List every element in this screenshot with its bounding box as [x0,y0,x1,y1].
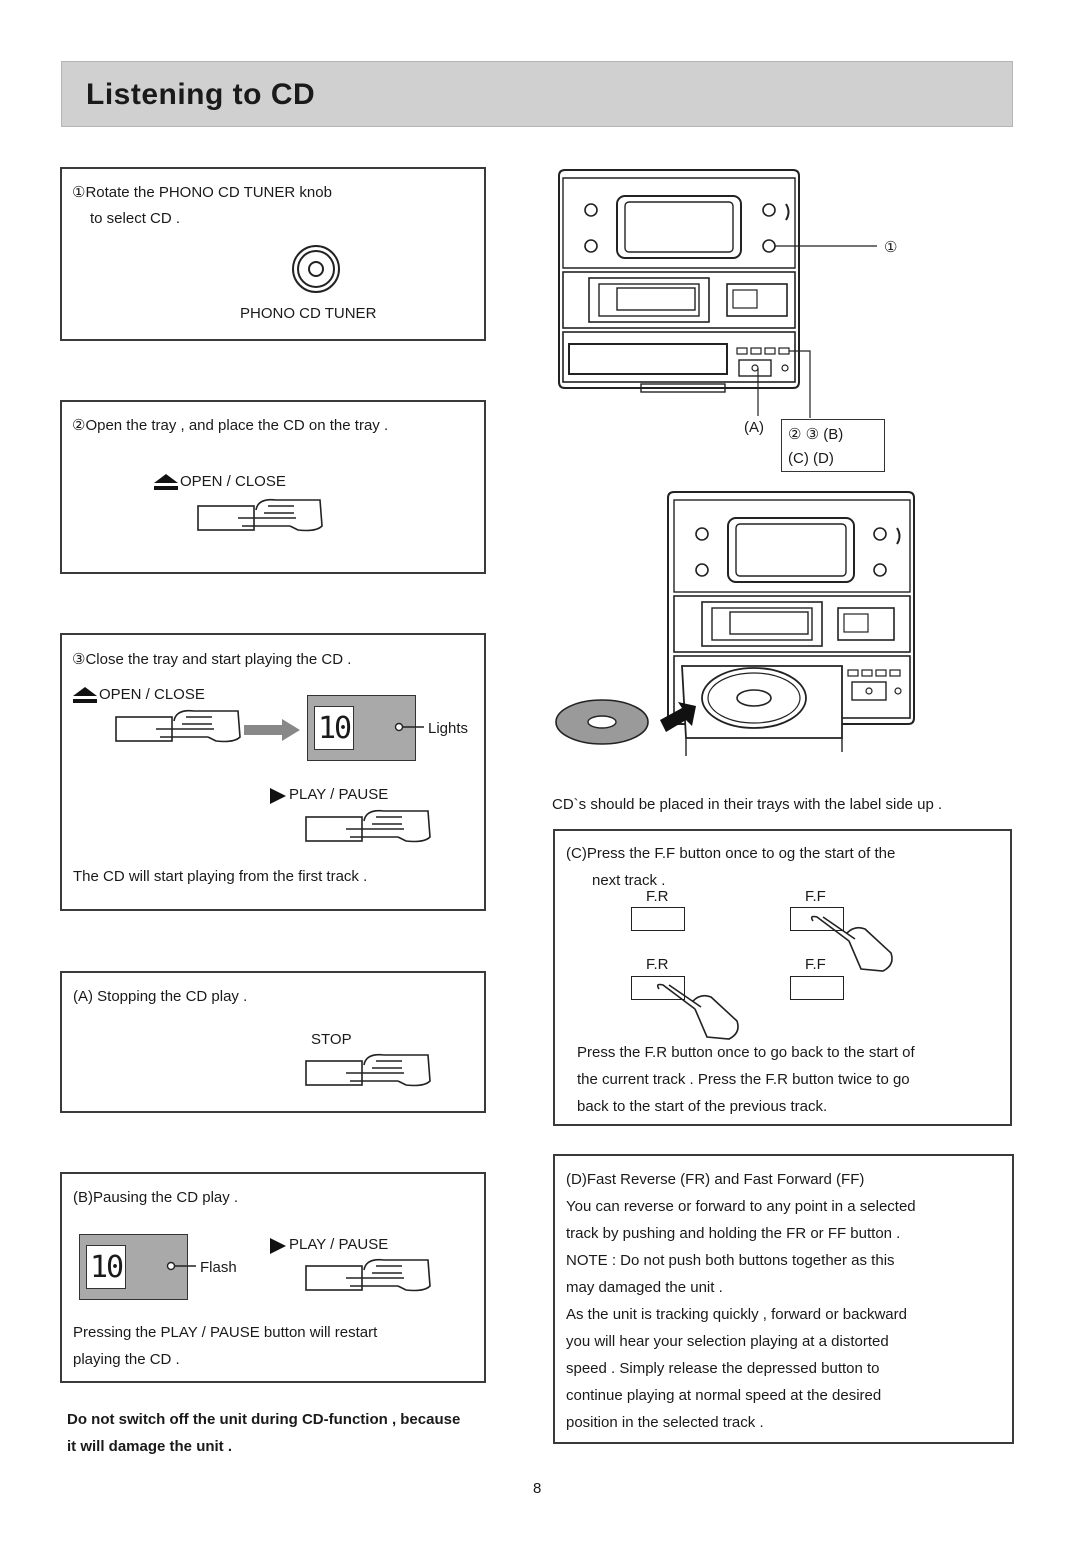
display-digits: 10 [314,706,354,750]
flash-label: Flash [200,1259,237,1276]
ff-label: F.F [805,888,826,905]
eject-icon [154,474,178,490]
stepD-line: position in the selected track . [566,1414,764,1431]
hand-press-icon [305,1258,431,1292]
stepC-box: (C)Press the F.F button once to og the s… [553,829,1012,1126]
warning-line1: Do not switch off the unit during CD-fun… [67,1411,461,1428]
stepD-line: track by pushing and holding the FR or F… [566,1225,901,1242]
stepD-line: You can reverse or forward to any point … [566,1198,916,1215]
stepB-box: (B)Pausing the CD play . 10 Flash PLAY /… [60,1172,486,1383]
step3-text: ③Close the tray and start playing the CD… [72,651,352,668]
ff-button[interactable] [790,976,844,1000]
play-icon [270,788,286,804]
stepD-line: As the unit is tracking quickly , forwar… [566,1306,907,1323]
stepC-line1: (C)Press the F.F button once to og the s… [566,845,896,862]
play-pause-label: PLAY / PAUSE [289,786,389,803]
stepD-line: you will hear your selection playing at … [566,1333,889,1350]
open-close-label: OPEN / CLOSE [99,686,205,703]
step2-text: ②Open the tray , and place the CD on the… [72,417,389,434]
stepD-line: NOTE : Do not push both buttons together… [566,1252,895,1269]
play-icon [270,1238,286,1254]
stepD-line: may damaged the unit . [566,1279,723,1296]
stepC-note2: the current track . Press the F.R button… [577,1071,910,1088]
stepD-line: (D)Fast Reverse (FR) and Fast Forward (F… [566,1171,865,1188]
fr-button[interactable] [631,907,685,931]
stepA-text: (A) Stopping the CD play . [73,988,248,1005]
callout-box: ② ③ (B) (C) (D) [781,419,885,472]
fr-label: F.R [646,888,669,905]
indicator-led-icon [394,722,424,732]
step1-line1: ①Rotate the PHONO CD TUNER knob [72,184,332,201]
step3-footer: The CD will start playing from the first… [73,868,368,885]
hand-press-icon [197,498,323,532]
eject-icon [73,687,97,703]
stepC-line2: next track . [592,872,666,889]
step1-line2: to select CD . [90,210,181,227]
callout-box-line2: (C) (D) [788,450,834,467]
play-pause-label: PLAY / PAUSE [289,1236,389,1253]
step2-box: ②Open the tray , and place the CD on the… [60,400,486,574]
stepC-note3: back to the start of the previous track. [577,1098,828,1115]
tray-open-diagram [555,491,915,756]
stepB-footer2: playing the CD . [73,1351,180,1368]
arrow-right-icon [244,719,300,741]
cd-display: 10 [79,1234,196,1300]
stepA-box: (A) Stopping the CD play . STOP [60,971,486,1113]
hand-press-icon [305,1053,431,1087]
stepB-text: (B)Pausing the CD play . [73,1189,239,1206]
stepC-note1: Press the F.R button once to go back to … [577,1044,915,1061]
ff-label: F.F [805,956,826,973]
callout-1: ① [884,239,898,256]
stepD-line: speed . Simply release the depressed but… [566,1360,880,1377]
stepB-footer1: Pressing the PLAY / PAUSE button will re… [73,1324,378,1341]
ff-button[interactable] [790,907,844,931]
stereo-unit-diagram [558,169,877,418]
cd-display: 10 [307,695,424,761]
stop-label: STOP [311,1031,352,1048]
step1-box: ①Rotate the PHONO CD TUNER knob to selec… [60,167,486,341]
hand-pointing-icon [656,983,739,1040]
knob-icon [292,245,340,293]
knob-label: PHONO CD TUNER [240,305,377,322]
open-close-label: OPEN / CLOSE [180,473,286,490]
page-title: Listening to CD [86,78,316,111]
indicator-led-icon [166,1261,196,1271]
fr-label: F.R [646,956,669,973]
warning-line2: it will damage the unit . [67,1438,233,1455]
stepD-line: continue playing at normal speed at the … [566,1387,882,1404]
page-number: 8 [533,1480,542,1497]
display-digits: 10 [86,1245,126,1289]
lights-label: Lights [428,720,469,737]
page-header: Listening to CD [61,61,1013,127]
hand-pointing-icon [810,915,893,972]
callout-box-line1: ② ③ (B) [788,426,844,443]
tray-caption: CD`s should be placed in their trays wit… [552,796,943,813]
stepD-box: (D)Fast Reverse (FR) and Fast Forward (F… [553,1154,1014,1444]
hand-press-icon [305,809,431,843]
step3-box: ③Close the tray and start playing the CD… [60,633,486,911]
fr-button[interactable] [631,976,685,1000]
callout-a: (A) [744,419,764,436]
hand-press-icon [115,709,241,743]
